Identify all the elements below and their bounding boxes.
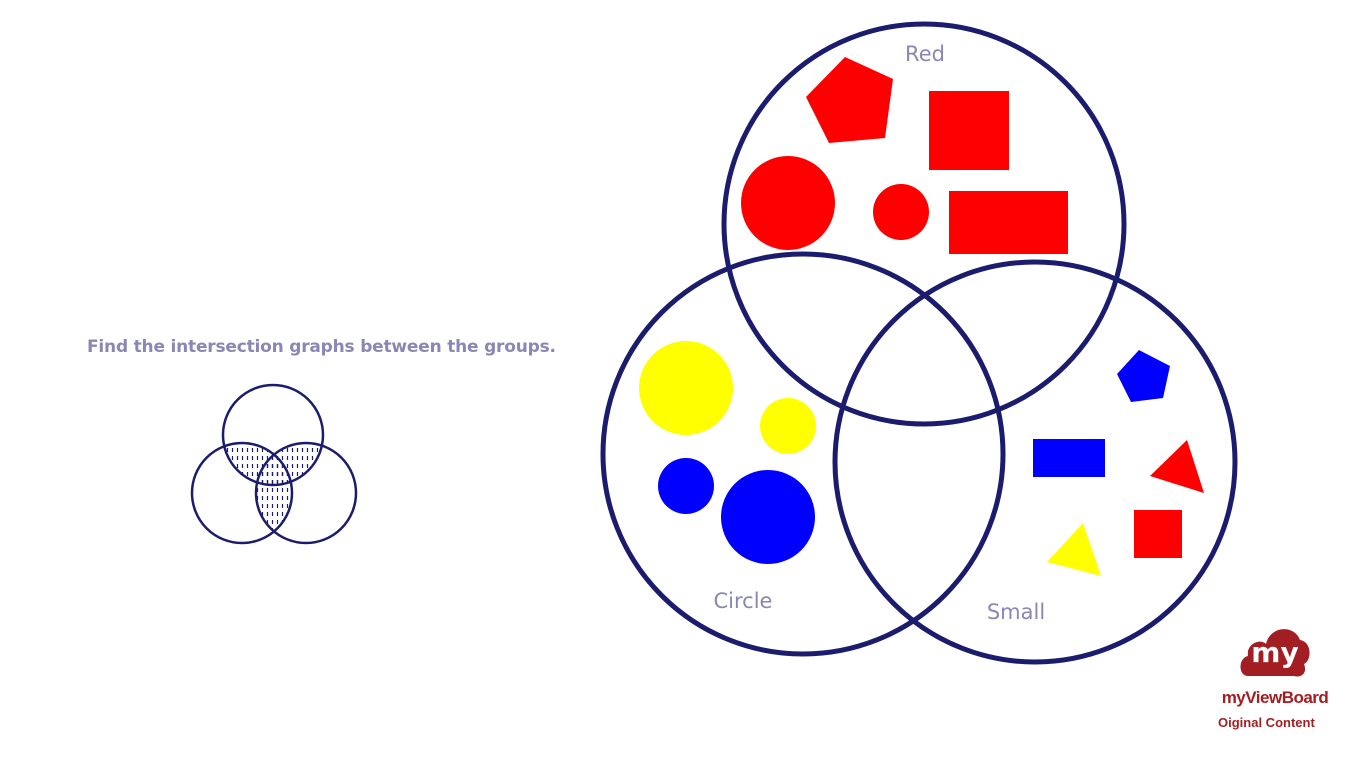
yellow-large-circle[interactable] [639, 341, 733, 435]
brand-name: myViewBoard [1221, 688, 1329, 707]
red-rectangle[interactable] [949, 191, 1068, 254]
blue-large-circle[interactable] [721, 470, 815, 564]
blue-rectangle[interactable] [1033, 439, 1105, 477]
venn-reference-icon [190, 383, 358, 545]
red-triangle[interactable] [1150, 440, 1204, 493]
red-small-circle[interactable] [873, 184, 929, 240]
set-label-small: Small [987, 600, 1045, 624]
blue-small-circle[interactable] [658, 458, 714, 514]
red-square[interactable] [929, 91, 1009, 170]
reference-circle-right [254, 441, 358, 545]
cloud-logo-icon: my [1240, 629, 1310, 677]
red-large-circle[interactable] [741, 156, 835, 250]
instruction-text: Find the intersection graphs between the… [87, 337, 556, 357]
reference-circle-top [221, 383, 325, 487]
reference-circle-left [190, 441, 294, 545]
brand-subtitle: Oiginal Content [1218, 715, 1340, 730]
red-pentagon[interactable] [806, 57, 893, 143]
set-label-red: Red [905, 42, 945, 66]
svg-text:my: my [1251, 636, 1298, 669]
blue-pentagon[interactable] [1117, 350, 1170, 402]
brand-subtitle-text: iginal Content [1228, 715, 1315, 730]
set-label-circle: Circle [714, 589, 773, 613]
myviewboard-logo: my myViewBoard Oiginal Content [1210, 618, 1340, 738]
set-circle-red [721, 21, 1127, 427]
red-small-square[interactable] [1134, 510, 1182, 558]
set-circle-circle [600, 251, 1006, 657]
set-circle-small [832, 259, 1238, 665]
yellow-triangle[interactable] [1047, 523, 1101, 576]
brand-subtitle-prefix: O [1218, 715, 1229, 730]
yellow-small-circle[interactable] [760, 398, 816, 454]
